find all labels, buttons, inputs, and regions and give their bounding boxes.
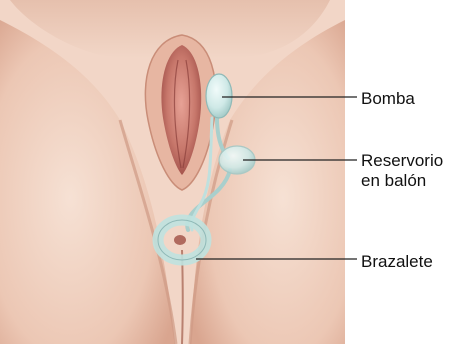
pump-label: Bomba (361, 89, 415, 109)
anal-opening (174, 235, 186, 245)
cuff-label: Brazalete (361, 252, 433, 272)
reservoir-label-line1: Reservorio (361, 151, 443, 171)
reservoir-label-line2: en balón (361, 171, 443, 191)
pump-shape (206, 74, 232, 118)
reservoir-label: Reservorio en balón (361, 151, 443, 191)
